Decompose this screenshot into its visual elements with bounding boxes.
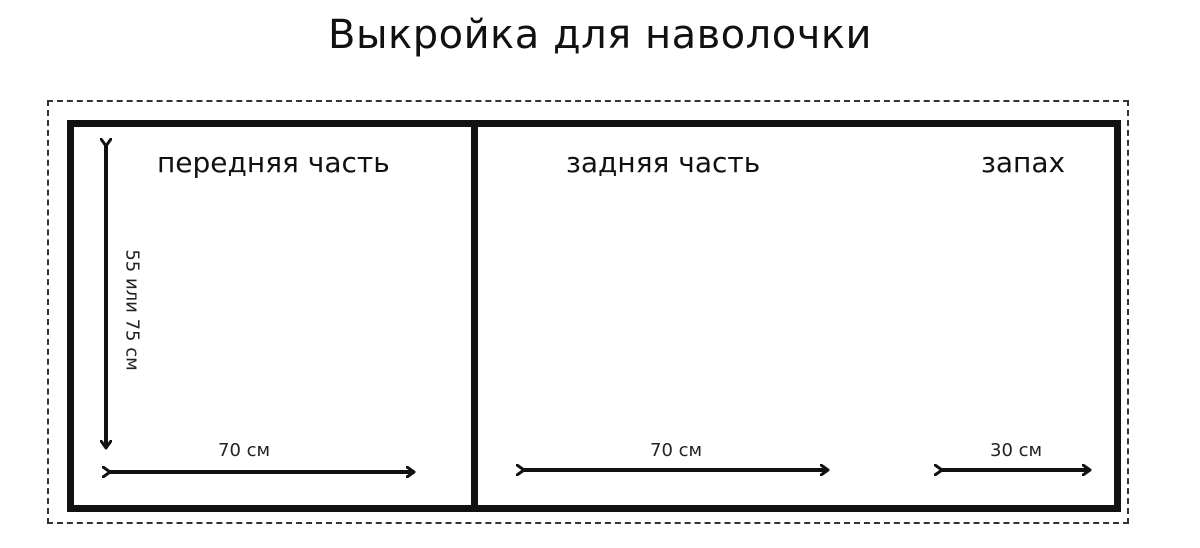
seam-allowance-outline bbox=[47, 100, 1129, 524]
back-panel bbox=[471, 120, 916, 512]
back-width-label: 70 см bbox=[650, 440, 703, 461]
flap-panel-label: запах bbox=[981, 146, 1066, 179]
back-panel-label: задняя часть bbox=[566, 146, 761, 179]
flap-panel bbox=[909, 120, 1121, 512]
flap-width-label: 30 см bbox=[990, 440, 1043, 461]
front-height-label: 55 или 75 см bbox=[121, 249, 143, 371]
front-width-label: 70 см bbox=[218, 440, 271, 461]
front-panel bbox=[67, 120, 478, 512]
front-panel-label: передняя часть bbox=[157, 146, 390, 179]
diagram-title: Выкройка для наволочки bbox=[328, 12, 872, 58]
